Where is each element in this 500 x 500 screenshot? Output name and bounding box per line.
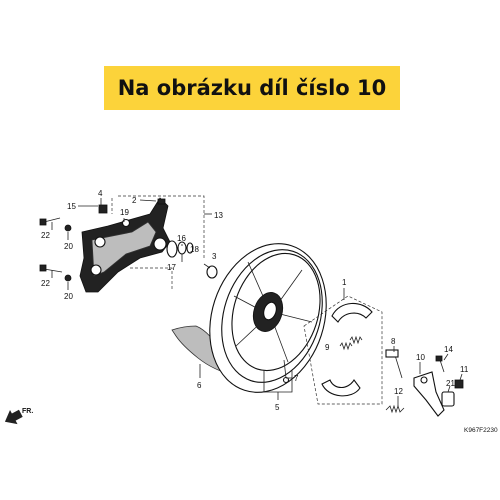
washer-20-upper [64,224,72,232]
washer-19 [121,218,131,228]
callout-20-upper: 20 [64,242,73,251]
nut-4 [98,204,108,214]
callout-12: 12 [394,387,403,396]
callout-8: 8 [391,337,396,346]
brake-springs-9 [339,335,363,351]
bolt-22-upper [39,217,61,226]
callout-18: 18 [190,245,199,254]
part-number-banner: Na obrázku díl číslo 10 [104,66,400,110]
callout-2: 2 [132,196,137,205]
pin-21 [441,391,455,407]
nut-2 [157,198,166,205]
callout-19: 19 [120,208,129,217]
callout-15: 15 [67,202,76,211]
callout-20-lower: 20 [64,292,73,301]
callout-11: 11 [460,365,469,374]
brake-cam-8 [385,349,403,379]
hub-collar-assembly [166,240,218,279]
banner-text: Na obrázku díl číslo 10 [117,76,387,100]
callout-7: 7 [294,374,299,383]
brake-shoe-upper [331,302,373,323]
bolt-22-lower [39,264,63,273]
callout-16: 16 [177,234,186,243]
brake-shoe-lower [321,379,361,397]
callout-9: 9 [325,343,330,352]
bolt-14 [435,355,445,373]
callout-13: 13 [214,211,223,220]
callout-14: 14 [444,345,453,354]
direction-label: FR. [22,408,33,415]
callout-22-upper: 22 [41,231,50,240]
callout-21: 21 [446,379,455,388]
front-direction-arrow-icon [4,409,23,425]
callout-3: 3 [212,252,217,261]
spring-12 [385,404,405,414]
callout-10: 10 [416,353,425,362]
callout-1: 1 [342,278,347,287]
air-valve [282,359,290,384]
nut-11 [454,379,464,389]
callout-6: 6 [197,381,202,390]
diagram-code: K967F2230 [464,427,498,434]
washer-20-lower [64,274,72,282]
brake-arm-10 [413,371,445,417]
callout-17: 17 [167,263,176,272]
swingarm-bracket [79,197,171,293]
rear-wheel [209,243,327,393]
callout-5: 5 [275,403,280,412]
callout-22-lower: 22 [41,279,50,288]
callout-4: 4 [98,189,103,198]
